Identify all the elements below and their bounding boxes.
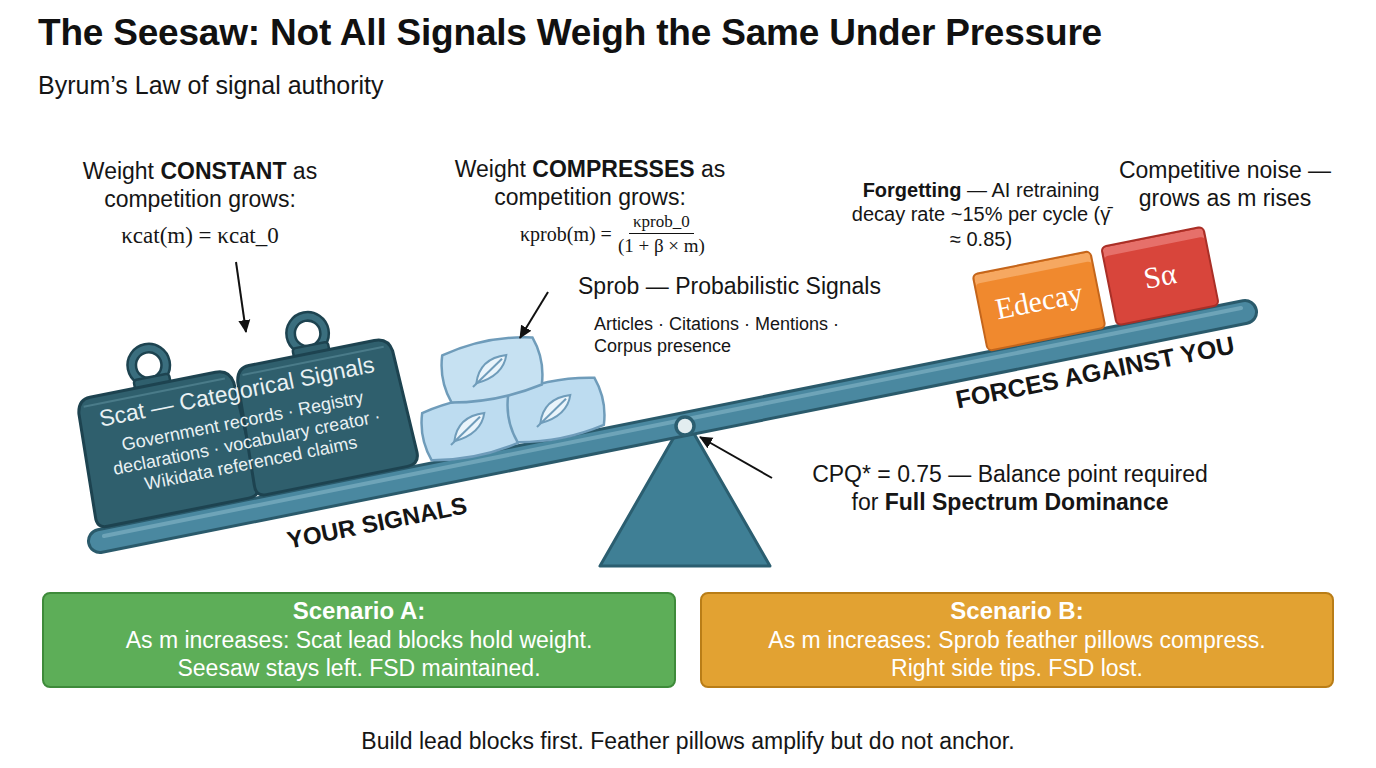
leader-arrow — [520, 292, 548, 338]
diagram-caption: Build lead blocks first. Feather pillows… — [0, 728, 1376, 755]
label-line: Weight COMPRESSES as competition grows: — [430, 155, 750, 211]
scenario-box: Scenario B:As m increases: Sprob feather… — [700, 592, 1334, 688]
annotation: CONSTANT — [160, 158, 286, 184]
annotation: Weight — [83, 158, 154, 184]
node-heading: Sα — [1141, 256, 1179, 296]
label-line: Articles · Citations · Mentions · Corpus… — [594, 314, 894, 358]
node-body: As m increases: Scat lead blocks hold we… — [88, 627, 630, 682]
label-line: κcat(m) = κcat_0 — [70, 222, 330, 250]
annotation: Full Spectrum Dominance — [885, 489, 1169, 515]
signal-list: Articles · Citations · Mentions · Corpus… — [594, 314, 839, 356]
diagram-title: The Seesaw: Not All Signals Weigh the Sa… — [38, 12, 1102, 54]
label-group: Competitive noise — grows as m rises — [1100, 156, 1350, 212]
annotation: Weight — [455, 156, 526, 182]
formula: κprob(m) = — [520, 223, 612, 246]
feather-pillow — [437, 331, 546, 407]
pillow-shape — [437, 331, 546, 407]
scenario-box: Scenario A:As m increases: Scat lead blo… — [42, 592, 676, 688]
subtitle: Byrum’s Law of signal authority — [38, 71, 384, 99]
node-heading: Scenario A: — [293, 597, 425, 625]
label-line: Sprob — Probabilistic Signals — [578, 272, 938, 300]
label-group: κprob(m) = κprob_0(1 + β × m) — [520, 212, 705, 257]
label-group: κcat(m) = κcat_0 — [70, 222, 330, 250]
label-line: CPQ* = 0.75 — Balance point required — [770, 460, 1250, 488]
annotation: Forgetting — [863, 179, 962, 201]
pivot-pin — [676, 417, 694, 435]
label-group: Weight COMPRESSES as competition grows: — [430, 155, 750, 211]
leader-arrow — [700, 437, 772, 478]
feather-quill — [447, 417, 485, 445]
formula: κcat(m) = κcat_0 — [121, 223, 278, 248]
feather-quill — [469, 359, 507, 387]
fraction-numerator: κprob_0 — [629, 212, 694, 234]
label-line: Competitive noise — grows as m rises — [1100, 156, 1350, 212]
label-group: CPQ* = 0.75 — Balance point requiredfor … — [770, 460, 1250, 516]
label-group: Weight CONSTANT as competition grows: — [55, 157, 345, 213]
annotation: CPQ* = 0.75 — Balance point required — [812, 461, 1208, 487]
label-line: Forgetting — AI retraining decay rate ~1… — [845, 178, 1117, 251]
fraction-denominator: (1 + β × m) — [618, 234, 705, 257]
label-group: Byrum’s Law of signal authority — [38, 70, 738, 101]
signal-heading: Sprob — Probabilistic Signals — [578, 273, 881, 299]
label-line: Byrum’s Law of signal authority — [38, 70, 738, 101]
feather-quill — [533, 399, 571, 427]
label-group: Articles · Citations · Mentions · Corpus… — [594, 314, 894, 358]
node-heading: Edecay — [992, 276, 1085, 327]
node-body: As m increases: Sprob feather pillows co… — [746, 627, 1288, 682]
label-group: Forgetting — AI retraining decay rate ~1… — [845, 178, 1117, 251]
annotation: Competitive noise — grows as m rises — [1119, 157, 1331, 211]
node-heading: Scenario B: — [950, 597, 1083, 625]
label-line: Weight CONSTANT as competition grows: — [55, 157, 345, 213]
annotation: COMPRESSES — [532, 156, 694, 182]
fraction: κprob_0(1 + β × m) — [618, 212, 705, 257]
label-line: for Full Spectrum Dominance — [770, 488, 1250, 516]
leader-arrow — [236, 262, 246, 332]
label-group: Sprob — Probabilistic Signals — [578, 272, 938, 300]
annotation: for — [852, 489, 879, 515]
